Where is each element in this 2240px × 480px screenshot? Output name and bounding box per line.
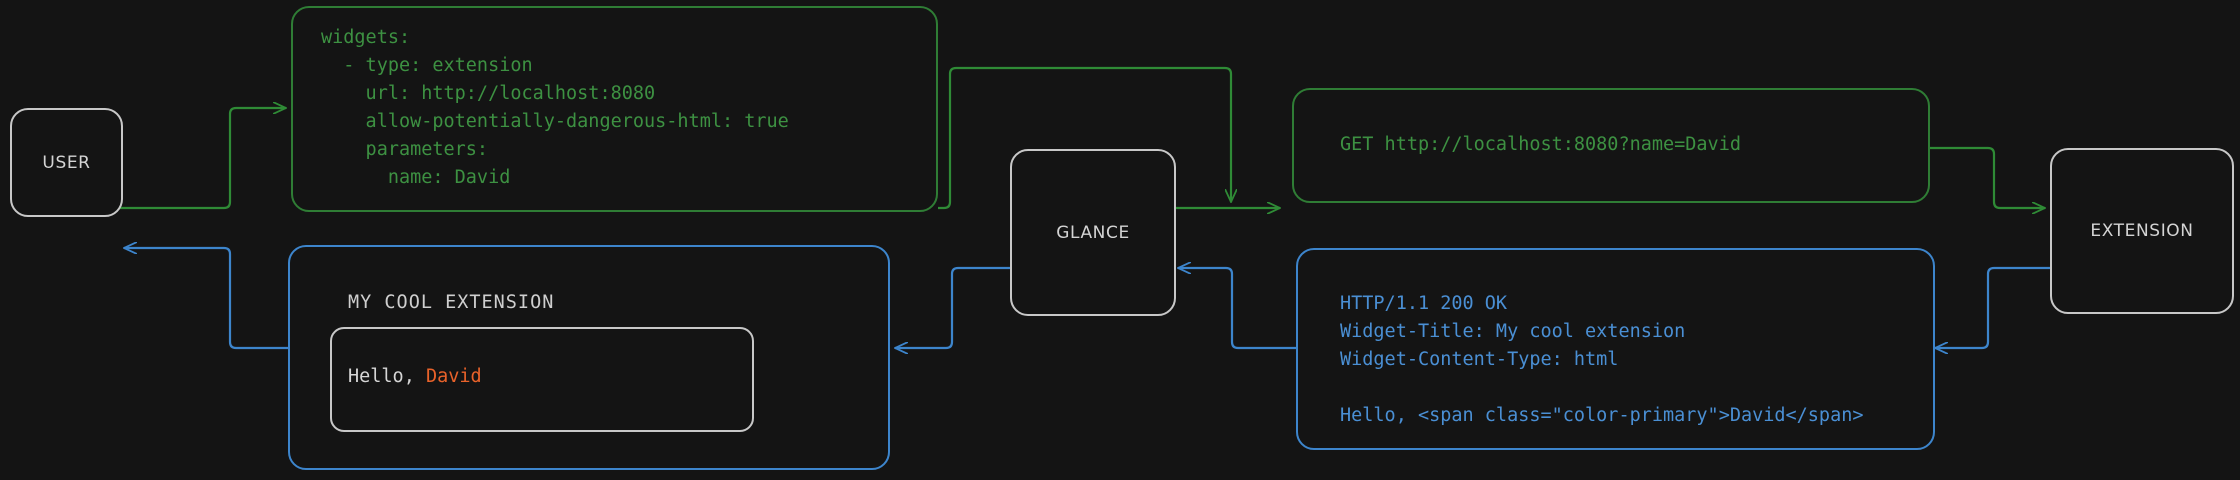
rendered-widget-body-prefix: Hello, [348,366,426,387]
rendered-widget-body-box [330,327,754,432]
edge-http-response-to-glance [1178,268,1296,350]
glance-yaml-config-text: widgets: - type: extension url: http://l… [321,27,789,188]
rendered-widget-body-text: Hello, David [348,366,482,387]
panel-glance-yaml-config[interactable] [291,6,938,212]
node-glance-label: GLANCE [1056,222,1130,243]
rendered-widget-title: MY COOL EXTENSION [348,292,555,313]
http-get-request-text: GET http://localhost:8080?name=David [1340,134,1741,155]
node-extension[interactable]: EXTENSION [2050,148,2234,314]
node-user-label: USER [42,152,91,173]
panel-http-response[interactable] [1296,248,1935,450]
rendered-widget-body-accent: David [425,366,482,387]
node-glance[interactable]: GLANCE [1010,149,1176,316]
node-user[interactable]: USER [10,108,123,217]
edge-rendered-widget-to-user [124,248,288,350]
edge-glance-to-rendered-widget [895,266,1010,348]
http-response-text: HTTP/1.1 200 OK Widget-Title: My cool ex… [1340,293,1864,426]
edge-user-to-config [119,108,286,210]
edge-http-request-to-extension [1930,146,2045,208]
node-extension-label: EXTENSION [2090,221,2194,241]
edge-extension-to-http-response [1935,266,2050,348]
panel-http-get-request[interactable] [1292,88,1930,203]
